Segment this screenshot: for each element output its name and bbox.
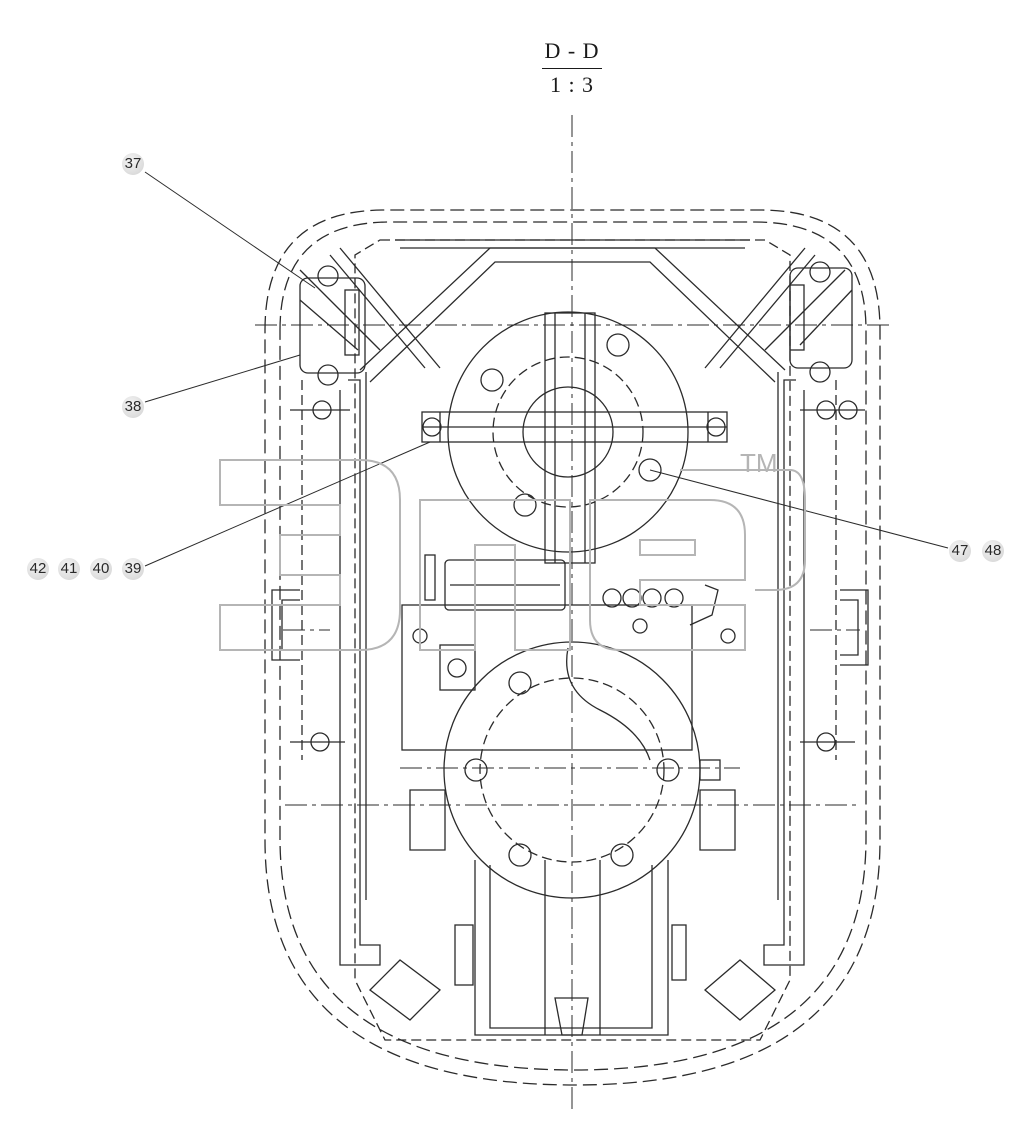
bottom-cylinder xyxy=(454,860,687,1036)
lower-disc xyxy=(409,641,736,899)
upper-disc xyxy=(447,311,689,564)
bottom-feet xyxy=(369,959,776,1021)
tie-rod xyxy=(421,411,728,443)
left-bearing xyxy=(290,265,366,420)
callout-48[interactable]: 48 xyxy=(982,540,1004,562)
right-bearing xyxy=(789,261,865,420)
section-title-rule xyxy=(542,68,602,69)
callout-38[interactable]: 38 xyxy=(122,396,144,418)
callout-37[interactable]: 37 xyxy=(122,153,144,175)
callout-41[interactable]: 41 xyxy=(58,558,80,580)
callout-42[interactable]: 42 xyxy=(27,558,49,580)
callout-47[interactable]: 47 xyxy=(949,540,971,562)
section-scale: 1 : 3 xyxy=(549,72,595,97)
diagonal-braces xyxy=(299,247,846,383)
callout-40[interactable]: 40 xyxy=(90,558,112,580)
section-name: D - D xyxy=(544,38,600,63)
central-mechanism xyxy=(401,554,736,751)
center-lines xyxy=(255,115,890,1110)
housing-outline xyxy=(264,209,881,1086)
callout-39[interactable]: 39 xyxy=(122,558,144,580)
